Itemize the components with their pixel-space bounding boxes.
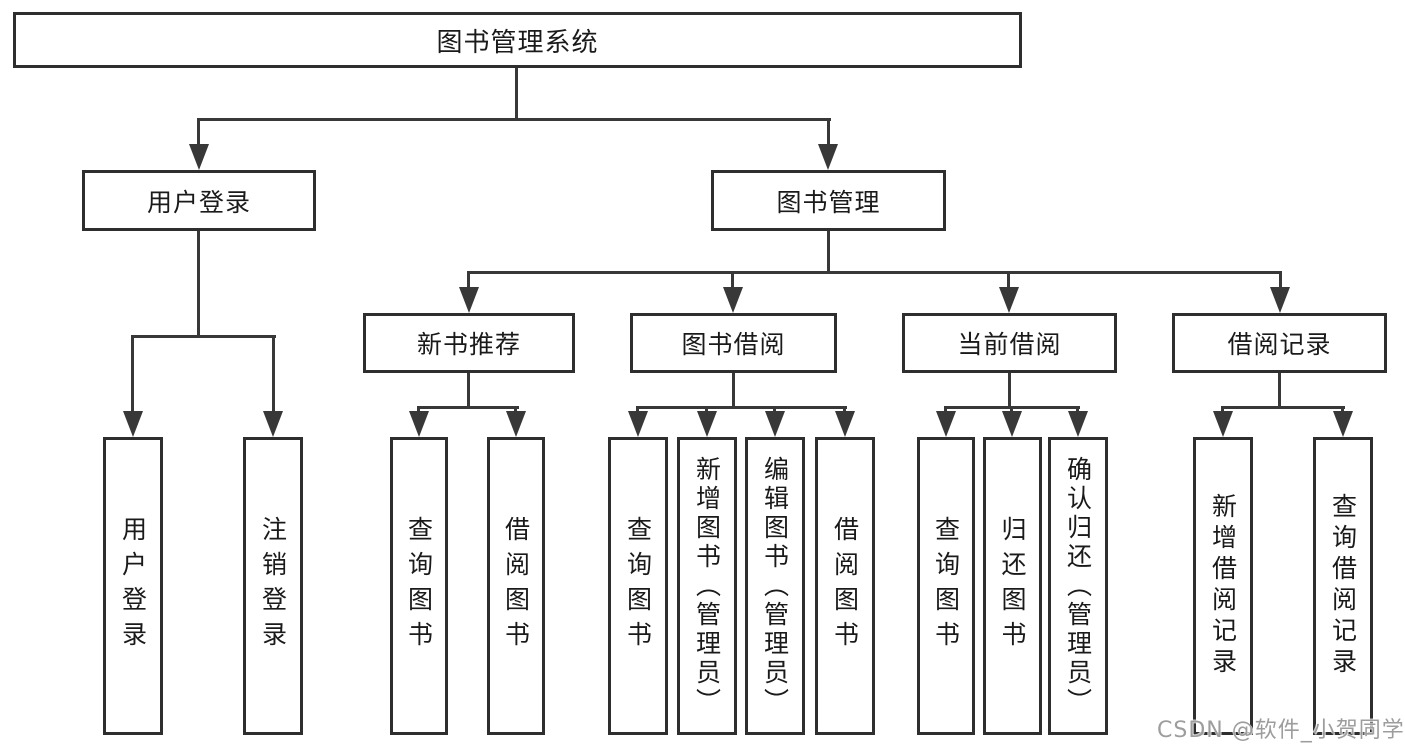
connector-line bbox=[467, 373, 470, 409]
leaf-add-borrow-record: 新增借阅记录 bbox=[1193, 437, 1253, 735]
node-borrowing-records: 借阅记录 bbox=[1172, 313, 1387, 373]
leaf-user-login: 用户登录 bbox=[103, 437, 163, 735]
leaf-add-book-admin-label: 新增图书（管理员） bbox=[692, 455, 722, 717]
node-current-borrowing: 当前借阅 bbox=[902, 313, 1117, 373]
connector-line bbox=[705, 406, 708, 414]
connector-arrowhead bbox=[459, 287, 479, 313]
leaf-borrow-books-recommend-label: 借阅图书 bbox=[501, 516, 531, 656]
leaf-return-books-label: 归还图书 bbox=[998, 516, 1027, 656]
connector-line bbox=[1076, 406, 1079, 414]
leaf-query-books-borrowing: 查询图书 bbox=[608, 437, 668, 735]
connector-arrowhead bbox=[723, 287, 743, 313]
connector-arrowhead bbox=[835, 411, 855, 437]
connector-line bbox=[514, 406, 517, 414]
leaf-confirm-return-admin: 确认归还（管理员） bbox=[1048, 437, 1108, 735]
leaf-return-books: 归还图书 bbox=[983, 437, 1042, 735]
connector-line bbox=[732, 373, 735, 409]
node-borrowing-records-label: 借阅记录 bbox=[1227, 330, 1332, 359]
leaf-query-books-current-label: 查询图书 bbox=[931, 516, 961, 656]
connector-line bbox=[731, 271, 734, 291]
connector-line bbox=[417, 406, 420, 414]
leaf-add-book-admin: 新增图书（管理员） bbox=[677, 437, 737, 735]
leaf-borrow-books-borrowing-label: 借阅图书 bbox=[830, 516, 860, 656]
leaf-edit-book-admin: 编辑图书（管理员） bbox=[745, 437, 805, 735]
node-new-book-recommend: 新书推荐 bbox=[363, 313, 575, 373]
connector-arrowhead bbox=[1270, 287, 1290, 313]
connector-line bbox=[636, 406, 847, 409]
leaf-logout: 注销登录 bbox=[243, 437, 303, 735]
connector-line bbox=[467, 271, 470, 291]
connector-line bbox=[197, 118, 200, 148]
leaf-edit-book-admin-label: 编辑图书（管理员） bbox=[760, 455, 790, 717]
connector-line bbox=[1279, 271, 1282, 291]
node-new-book-recommend-label: 新书推荐 bbox=[416, 330, 521, 359]
leaf-confirm-return-admin-label: 确认归还（管理员） bbox=[1063, 455, 1093, 717]
connector-arrowhead bbox=[628, 411, 648, 437]
connector-line bbox=[843, 406, 846, 414]
connector-arrowhead bbox=[409, 411, 429, 437]
connector-line bbox=[1007, 271, 1010, 291]
connector-line bbox=[827, 118, 830, 148]
connector-arrowhead bbox=[506, 411, 526, 437]
connector-arrowhead bbox=[1068, 411, 1088, 437]
node-book-management: 图书管理 bbox=[711, 170, 946, 231]
connector-line bbox=[1341, 406, 1344, 414]
connector-line bbox=[944, 406, 947, 414]
leaf-query-borrow-record-label: 查询借阅记录 bbox=[1328, 493, 1358, 679]
connector-line bbox=[515, 68, 518, 121]
leaf-logout-label: 注销登录 bbox=[258, 516, 288, 656]
leaf-add-borrow-record-label: 新增借阅记录 bbox=[1208, 493, 1238, 679]
connector-arrowhead bbox=[818, 144, 838, 170]
connector-line bbox=[1010, 406, 1013, 414]
node-book-management-label: 图书管理 bbox=[776, 187, 881, 217]
csdn-watermark: CSDN @软件_小贺同学 bbox=[1157, 718, 1405, 743]
leaf-query-books-recommend: 查询图书 bbox=[390, 437, 448, 735]
connector-line bbox=[272, 335, 275, 415]
connector-line bbox=[197, 231, 200, 338]
leaf-borrow-books-borrowing: 借阅图书 bbox=[815, 437, 875, 735]
connector-line bbox=[773, 406, 776, 414]
connector-arrowhead bbox=[1333, 411, 1353, 437]
connector-arrowhead bbox=[697, 411, 717, 437]
connector-line bbox=[131, 335, 134, 415]
connector-line bbox=[197, 118, 831, 121]
connector-line bbox=[417, 406, 519, 409]
connector-arrowhead bbox=[765, 411, 785, 437]
connector-arrowhead bbox=[999, 287, 1019, 313]
connector-line bbox=[131, 335, 276, 338]
leaf-query-borrow-record: 查询借阅记录 bbox=[1313, 437, 1373, 735]
leaf-user-login-label: 用户登录 bbox=[118, 516, 148, 656]
connector-line bbox=[1278, 373, 1281, 409]
leaf-query-books-current: 查询图书 bbox=[917, 437, 975, 735]
leaf-query-books-borrowing-label: 查询图书 bbox=[623, 516, 653, 656]
leaf-borrow-books-recommend: 借阅图书 bbox=[487, 437, 545, 735]
node-book-borrowing-label: 图书借阅 bbox=[681, 330, 786, 359]
connector-arrowhead bbox=[189, 144, 209, 170]
connector-line bbox=[1221, 406, 1345, 409]
node-user-login-label: 用户登录 bbox=[146, 187, 251, 217]
connector-arrowhead bbox=[1002, 411, 1022, 437]
connector-arrowhead bbox=[1213, 411, 1233, 437]
connector-line bbox=[1221, 406, 1224, 414]
node-user-login: 用户登录 bbox=[82, 170, 316, 231]
connector-line bbox=[467, 271, 1282, 274]
connector-line bbox=[636, 406, 639, 414]
node-root: 图书管理系统 bbox=[13, 12, 1022, 68]
connector-arrowhead bbox=[936, 411, 956, 437]
leaf-query-books-recommend-label: 查询图书 bbox=[404, 516, 434, 656]
connector-arrowhead bbox=[263, 411, 283, 437]
node-book-borrowing: 图书借阅 bbox=[630, 313, 837, 373]
connector-line bbox=[1008, 373, 1011, 409]
connector-line bbox=[827, 231, 830, 274]
node-root-label: 图书管理系统 bbox=[436, 27, 599, 58]
connector-arrowhead bbox=[123, 411, 143, 437]
node-current-borrowing-label: 当前借阅 bbox=[957, 330, 1062, 359]
